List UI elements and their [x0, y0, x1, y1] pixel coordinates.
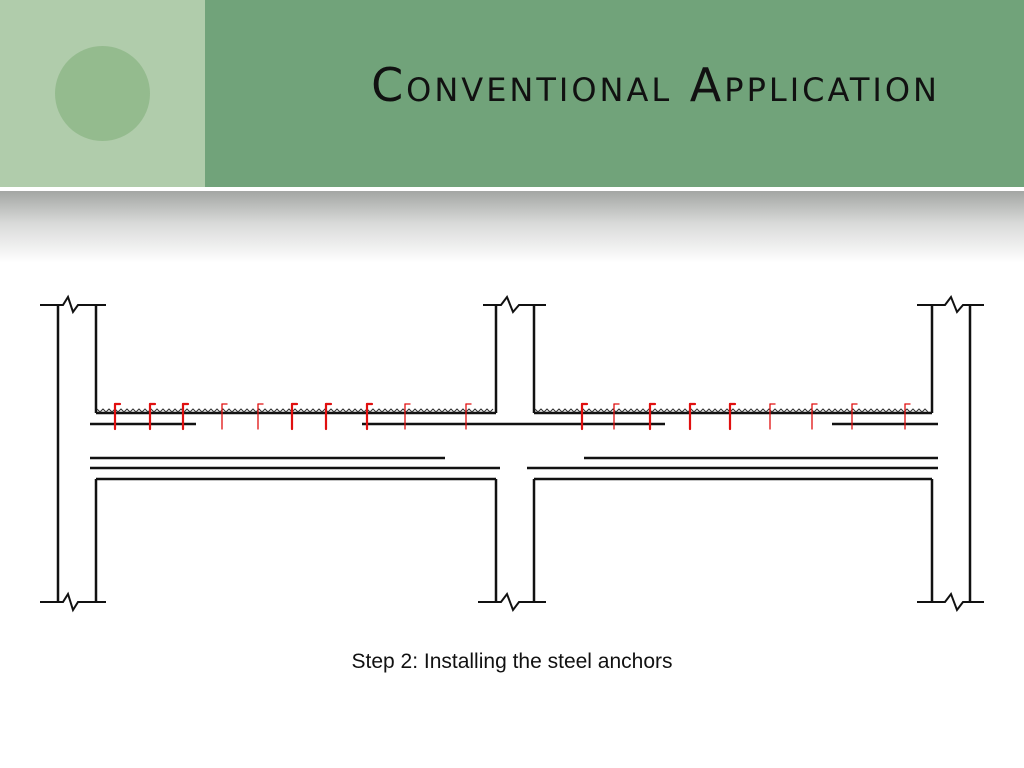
steel-anchor	[148, 402, 157, 431]
steel-anchor	[113, 402, 122, 431]
middle-column-bottom-break	[478, 591, 546, 613]
steel-anchors	[113, 402, 911, 431]
steel-anchor	[811, 403, 818, 430]
steel-anchor	[688, 402, 697, 431]
steel-anchor	[404, 403, 411, 430]
steel-anchor	[728, 402, 737, 431]
left-slab-roughened-texture	[96, 408, 494, 413]
steel-anchor	[365, 402, 374, 431]
header-shadow	[0, 191, 1024, 263]
steel-anchor	[465, 403, 472, 430]
left-column-top-break	[40, 294, 106, 315]
header-decorative-circle	[55, 46, 150, 141]
header-title-panel: Conventional Application	[205, 0, 1024, 187]
slide-caption: Step 2: Installing the steel anchors	[351, 650, 673, 673]
steel-anchor-diagram	[40, 294, 984, 613]
header-divider	[0, 187, 1024, 191]
steel-anchor	[851, 403, 858, 430]
steel-anchor	[181, 402, 190, 431]
steel-anchor	[769, 403, 776, 430]
steel-anchor	[904, 403, 911, 430]
right-slab-roughened-texture	[534, 408, 929, 413]
steel-anchor	[648, 402, 657, 431]
roughened-surface	[96, 408, 929, 413]
steel-anchor	[580, 402, 589, 431]
structure	[40, 294, 984, 613]
right-column-top-break	[917, 294, 984, 314]
steel-anchor	[613, 403, 620, 430]
left-column-bottom-break	[40, 591, 106, 613]
right-column-bottom-break	[917, 591, 984, 613]
slide-title: Conventional Application	[371, 58, 940, 112]
steel-anchor	[324, 402, 333, 431]
steel-anchor	[290, 402, 299, 431]
middle-column-top-break	[483, 294, 546, 314]
steel-anchor	[221, 403, 228, 430]
steel-anchor	[257, 403, 264, 430]
